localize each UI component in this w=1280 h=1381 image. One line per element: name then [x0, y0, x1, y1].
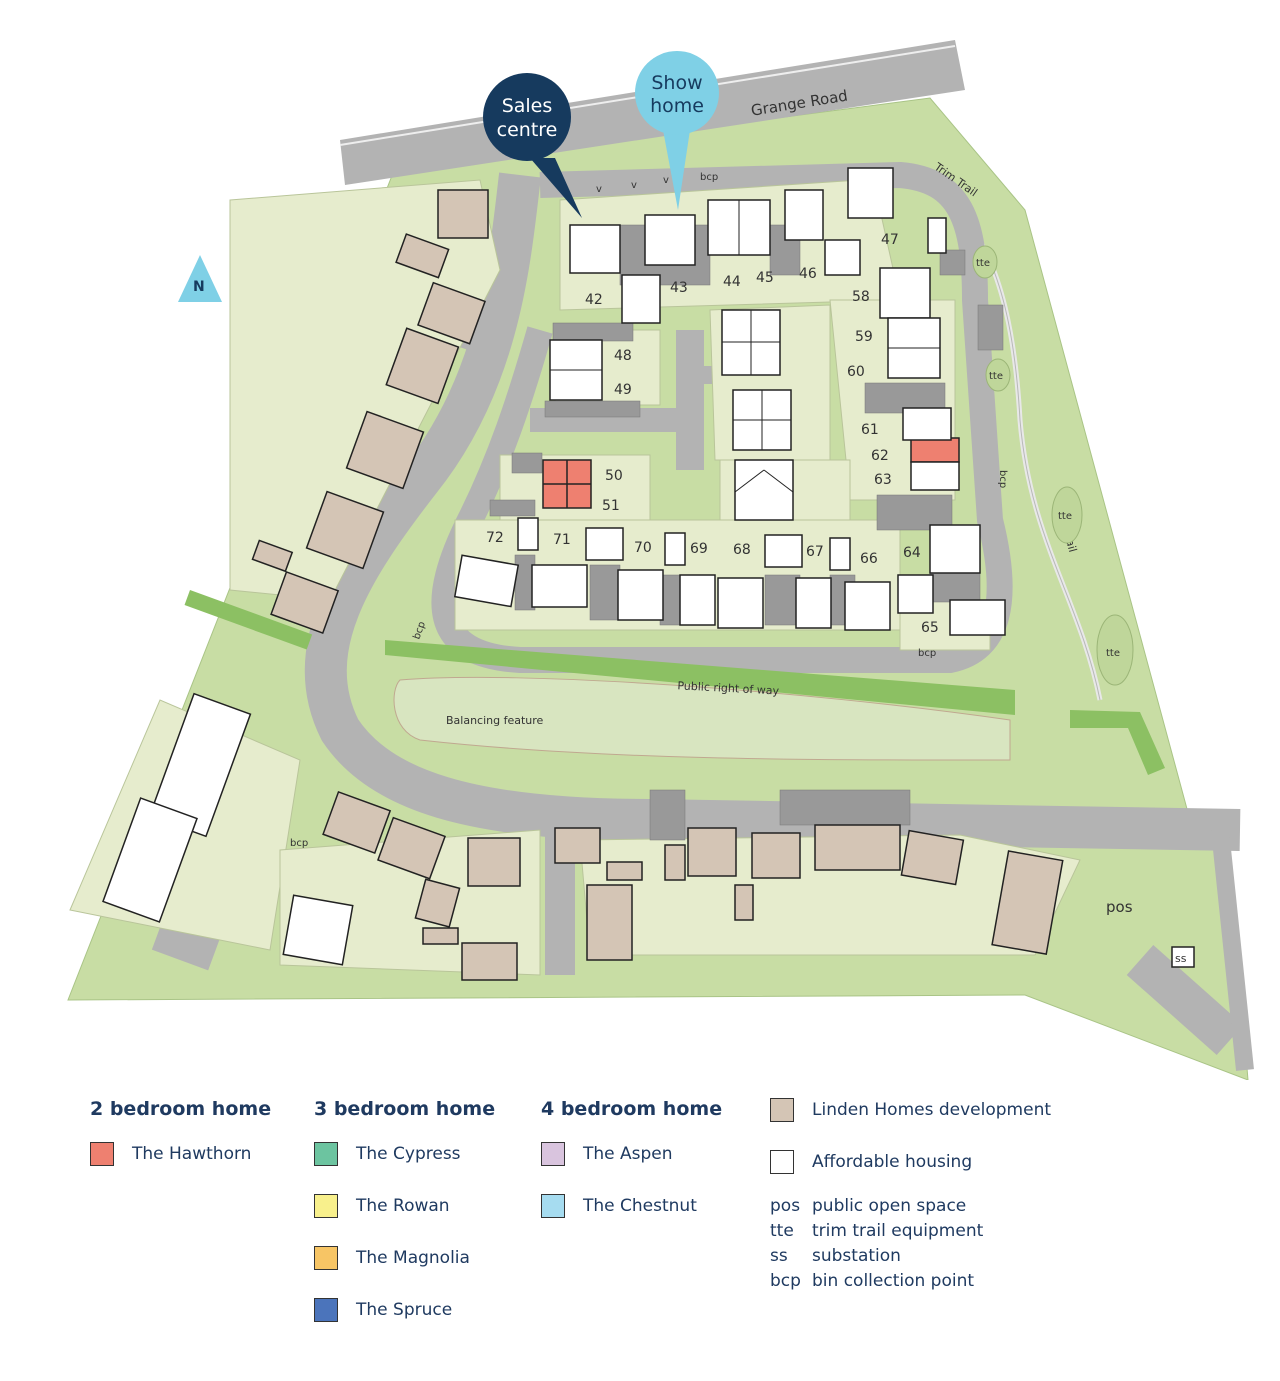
svg-text:50: 50: [605, 468, 623, 484]
legend-three-bed: 3 bedroom home The Cypress The Rowan The…: [314, 1098, 495, 1350]
swatch-rowan: [314, 1194, 338, 1218]
legend-item-affordable: Affordable housing: [770, 1150, 1051, 1174]
svg-text:bcp: bcp: [700, 172, 718, 183]
svg-text:46: 46: [799, 266, 817, 282]
legend-item-hawthorn: The Hawthorn: [90, 1142, 271, 1166]
site-plan-map: Grange Road Trim Trail Trim Trail Public…: [67, 40, 1254, 1080]
svg-text:42: 42: [585, 292, 603, 308]
svg-text:v: v: [596, 184, 602, 195]
north-label: N: [193, 279, 205, 295]
svg-text:59: 59: [855, 329, 873, 345]
swatch-affordable: [770, 1150, 794, 1174]
legend-item-rowan: The Rowan: [314, 1194, 495, 1218]
balancing-feature-label: Balancing feature: [446, 714, 544, 727]
legend-item-linden: Linden Homes development: [770, 1098, 1051, 1122]
main-road-west: [304, 172, 1241, 851]
hawthorn-homes: [542, 437, 960, 509]
svg-text:centre: centre: [497, 119, 558, 141]
svg-text:bcp: bcp: [918, 648, 936, 659]
swatch-linden: [770, 1098, 794, 1122]
svg-text:tte: tte: [1106, 648, 1120, 659]
svg-text:60: 60: [847, 364, 865, 380]
svg-text:70: 70: [634, 540, 652, 556]
legend-four-bed: 4 bedroom home The Aspen The Chestnut: [541, 1098, 722, 1246]
legend-heading-four-bed: 4 bedroom home: [541, 1098, 723, 1120]
svg-text:51: 51: [602, 498, 620, 514]
visitor-parking-markers: v v v: [596, 175, 669, 195]
north-arrow-icon: [178, 255, 222, 302]
swatch-spruce: [314, 1298, 338, 1322]
svg-text:67: 67: [806, 544, 824, 560]
svg-text:43: 43: [670, 280, 688, 296]
pos-label: pos: [1106, 898, 1133, 916]
legend-item-aspen: The Aspen: [541, 1142, 722, 1166]
svg-text:66: 66: [860, 551, 878, 567]
svg-text:63: 63: [874, 472, 892, 488]
plot-numbers: 42 43 44 45 46 47 48 49 50 51 58 59 60 6…: [486, 232, 939, 636]
svg-text:45: 45: [756, 270, 774, 286]
svg-text:58: 58: [852, 289, 870, 305]
swatch-aspen: [541, 1142, 565, 1166]
svg-text:v: v: [631, 180, 637, 191]
legend-heading-two-bed: 2 bedroom home: [90, 1098, 272, 1120]
legend-item-magnolia: The Magnolia: [314, 1246, 495, 1270]
public-right-of-way-label: Public right of way: [677, 679, 780, 697]
legend-item-chestnut: The Chestnut: [541, 1194, 722, 1218]
svg-text:64: 64: [903, 545, 921, 561]
svg-text:bcp: bcp: [997, 470, 1008, 488]
svg-text:69: 69: [690, 541, 708, 557]
svg-text:v: v: [663, 175, 669, 186]
svg-text:47: 47: [881, 232, 899, 248]
affordable-homes: [102, 167, 1195, 968]
svg-text:68: 68: [733, 542, 751, 558]
legend-other: Linden Homes development Affordable hous…: [770, 1098, 1051, 1296]
svg-text:44: 44: [723, 274, 741, 290]
swatch-magnolia: [314, 1246, 338, 1270]
legend-item-cypress: The Cypress: [314, 1142, 495, 1166]
svg-text:72: 72: [486, 530, 504, 546]
map-legend: 2 bedroom home The Hawthorn 3 bedroom ho…: [0, 1098, 1280, 1381]
linden-homes: [251, 189, 1064, 981]
svg-text:61: 61: [861, 422, 879, 438]
svg-text:tte: tte: [1058, 511, 1072, 522]
swatch-chestnut: [541, 1194, 565, 1218]
swatch-hawthorn: [90, 1142, 114, 1166]
svg-text:tte: tte: [976, 258, 990, 269]
swatch-cypress: [314, 1142, 338, 1166]
sales-centre-callout[interactable]: Sales centre: [483, 73, 582, 218]
substation-label: ss: [1175, 952, 1187, 965]
svg-text:49: 49: [614, 382, 632, 398]
svg-text:home: home: [650, 95, 704, 117]
legend-two-bed: 2 bedroom home The Hawthorn: [90, 1098, 271, 1194]
svg-text:71: 71: [553, 532, 571, 548]
svg-text:62: 62: [871, 448, 889, 464]
svg-text:48: 48: [614, 348, 632, 364]
svg-text:tte: tte: [989, 371, 1003, 382]
balancing-feature: [393, 676, 1011, 761]
svg-text:Show: Show: [651, 72, 702, 94]
svg-text:65: 65: [921, 620, 939, 636]
show-home-callout[interactable]: Show home: [635, 51, 719, 210]
legend-item-spruce: The Spruce: [314, 1298, 495, 1322]
legend-heading-three-bed: 3 bedroom home: [314, 1098, 496, 1120]
svg-text:Sales: Sales: [502, 95, 553, 117]
svg-text:bcp: bcp: [290, 838, 308, 849]
tte-markers: tte tte tte tte: [972, 245, 1134, 686]
